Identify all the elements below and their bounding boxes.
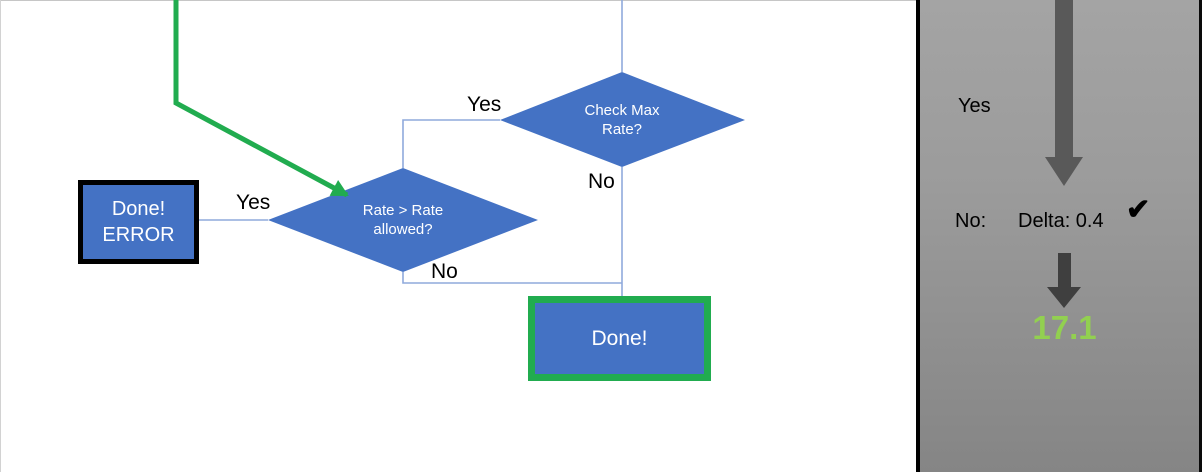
done-box: Done! bbox=[528, 296, 711, 381]
panel-delta-value: Delta: 0.4 bbox=[1018, 210, 1104, 232]
canvas-top-edge bbox=[0, 0, 917, 1]
label-yes-check-max: Yes bbox=[467, 93, 502, 116]
label-no-check-max: No bbox=[588, 170, 615, 193]
decision-check-max-rate-text: Check Max Rate? bbox=[542, 101, 702, 139]
panel-yes-label: Yes bbox=[958, 95, 991, 117]
label-no-rate-allowed: No bbox=[431, 260, 458, 283]
decision-check-max-rate-shape bbox=[500, 72, 745, 167]
label-yes-rate-allowed: Yes bbox=[236, 191, 271, 214]
done-label: Done! bbox=[591, 326, 648, 350]
done-error-line2: ERROR bbox=[102, 224, 175, 246]
checkmark-icon: ✔ bbox=[1126, 194, 1151, 226]
big-down-arrow-shaft bbox=[1055, 0, 1073, 159]
decision-line: Rate > Rate bbox=[362, 202, 444, 219]
green-path-arrow bbox=[173, 0, 349, 198]
decision-line: allowed? bbox=[373, 221, 433, 238]
panel-result-value: 17.1 bbox=[1032, 309, 1097, 346]
panel-no-label: No: bbox=[955, 210, 987, 232]
done-error-box: Done! ERROR bbox=[78, 180, 199, 264]
connector-rate-allowed-no bbox=[402, 272, 622, 284]
done-error-line1: Done! bbox=[111, 198, 166, 220]
small-down-arrow-shaft bbox=[1058, 253, 1071, 289]
connector-check-max-yes bbox=[402, 119, 500, 168]
big-down-arrow-head bbox=[1045, 157, 1083, 186]
decision-line: Rate? bbox=[601, 121, 643, 138]
decision-rate-allowed-text: Rate > Rate allowed? bbox=[323, 201, 483, 239]
flowchart-graphics bbox=[173, 0, 745, 296]
canvas-left-edge bbox=[0, 0, 1, 472]
side-panel-arrows bbox=[1045, 0, 1083, 308]
decision-line: Check Max bbox=[584, 102, 660, 119]
side-panel: Yes No: Delta: 0.4 ✔ 17.1 bbox=[916, 0, 1202, 472]
small-down-arrow-head bbox=[1047, 287, 1081, 308]
